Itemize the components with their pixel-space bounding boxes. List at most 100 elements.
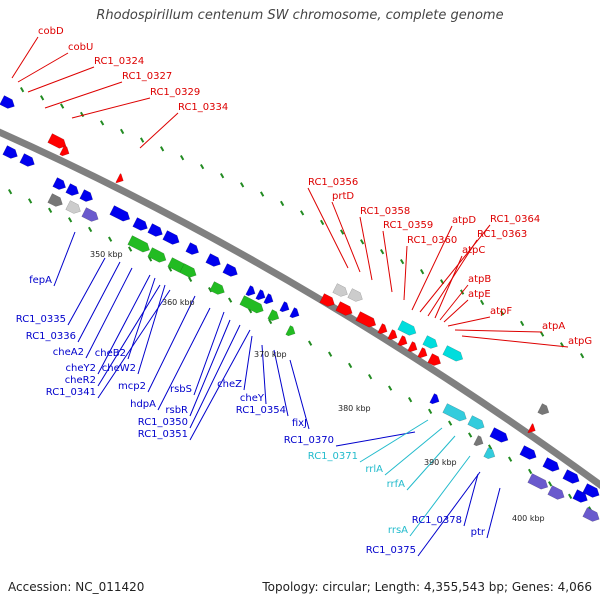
gene-features — [0, 95, 600, 522]
gene-label: atpA — [542, 321, 565, 332]
leader-line — [243, 335, 253, 391]
gc-marker — [580, 353, 585, 359]
gene-arrow — [115, 173, 124, 184]
gene-arrow — [147, 223, 163, 237]
gene-arrow — [81, 207, 99, 222]
gc-marker — [348, 362, 353, 369]
leader-line — [382, 230, 393, 293]
scale-tick-label: 370 kbp — [254, 350, 287, 359]
leader-line — [97, 274, 151, 375]
leader-line — [289, 359, 310, 430]
gene-label: atpD — [452, 215, 476, 226]
gc-marker — [239, 182, 245, 188]
leader-line — [189, 324, 241, 429]
gene-label: RC1_0324 — [94, 56, 144, 67]
leader-line — [331, 201, 361, 273]
gene-arrow — [582, 507, 600, 522]
gc-marker — [568, 493, 573, 499]
gene-label: RC1_0336 — [26, 331, 76, 342]
gc-marker — [128, 246, 133, 252]
gene-label: cheB2 — [95, 348, 126, 359]
gene-label: atpF — [490, 306, 512, 317]
gc-marker — [388, 385, 393, 391]
gene-label: RC1_0364 — [490, 214, 540, 225]
gene-label: cheY — [240, 393, 265, 404]
gene-label: rrsA — [388, 525, 408, 536]
gene-label: RC1_0341 — [46, 387, 96, 398]
gene-label: RC1_0370 — [284, 435, 334, 446]
gc-marker — [59, 103, 65, 109]
leader-line — [77, 261, 121, 343]
gene-arrow — [427, 353, 442, 366]
gene-arrow — [527, 423, 536, 434]
gene-label: RC1_0354 — [236, 405, 286, 416]
gene-arrow — [209, 281, 225, 295]
gene-arrow — [489, 427, 509, 443]
gene-label: RC1_0358 — [360, 206, 410, 217]
gc-marker — [28, 198, 33, 204]
gc-marker — [7, 189, 13, 195]
gc-marker — [88, 226, 93, 233]
scale-tick-label: 360 kbp — [162, 298, 195, 307]
gene-arrow — [263, 293, 274, 305]
gene-arrow — [185, 242, 200, 255]
gene-arrow — [519, 445, 537, 460]
gene-arrow — [319, 293, 335, 307]
leader-line — [461, 335, 569, 348]
leader-line — [147, 295, 196, 393]
gene-arrow — [179, 263, 197, 278]
leader-line — [261, 344, 267, 405]
gene-arrow — [582, 483, 600, 498]
gene-arrow — [109, 205, 131, 222]
gene-label: RC1_0334 — [178, 102, 228, 113]
gc-marker — [280, 200, 285, 207]
gene-arrow — [387, 329, 398, 341]
gc-marker — [148, 256, 153, 262]
gene-label: atpE — [468, 289, 491, 300]
gene-arrow — [289, 307, 300, 319]
gc-marker — [227, 297, 233, 303]
scale-tick-label: 390 kbp — [424, 458, 457, 467]
gene-arrow — [397, 335, 408, 347]
leader-line — [97, 284, 161, 387]
leader-line — [443, 299, 469, 323]
gc-marker — [20, 87, 25, 93]
gene-arrow — [52, 177, 67, 190]
gene-arrow — [442, 403, 467, 422]
leader-line — [417, 471, 481, 557]
gc-marker — [99, 120, 105, 126]
leader-line — [44, 81, 123, 109]
gc-marker — [520, 320, 525, 327]
gene-label: atpG — [568, 336, 592, 347]
label-leader-lines — [11, 36, 569, 557]
gene-label: fepA — [29, 275, 52, 286]
gene-arrow — [19, 153, 35, 167]
gene-arrow — [335, 301, 353, 316]
gene-label: RC1_0350 — [138, 417, 188, 428]
gene-arrow — [417, 347, 428, 359]
gene-arrow — [332, 283, 348, 297]
gc-marker — [420, 269, 425, 275]
gene-label: rrfA — [387, 479, 406, 490]
gc-marker — [428, 408, 433, 414]
gene-arrow — [422, 335, 438, 349]
gene-arrow — [407, 341, 418, 353]
gene-arrow — [537, 403, 550, 415]
gene-arrow — [2, 145, 18, 159]
gc-marker — [107, 236, 113, 242]
gene-label: cheA2 — [53, 347, 84, 358]
leader-line — [17, 52, 69, 83]
gene-label: RC1_0351 — [138, 429, 188, 440]
accession-text: Accession: NC_011420 — [8, 580, 145, 594]
gene-arrow — [527, 473, 549, 490]
gc-marker — [540, 331, 545, 337]
gc-marker — [480, 299, 485, 306]
gene-arrow — [377, 323, 388, 335]
leader-line — [447, 316, 491, 327]
gene-label: atpC — [462, 245, 485, 256]
leader-line — [273, 349, 289, 417]
gene-arrow — [245, 285, 256, 297]
leader-line — [463, 473, 479, 527]
gene-arrow — [0, 95, 15, 109]
leader-line — [67, 257, 106, 326]
